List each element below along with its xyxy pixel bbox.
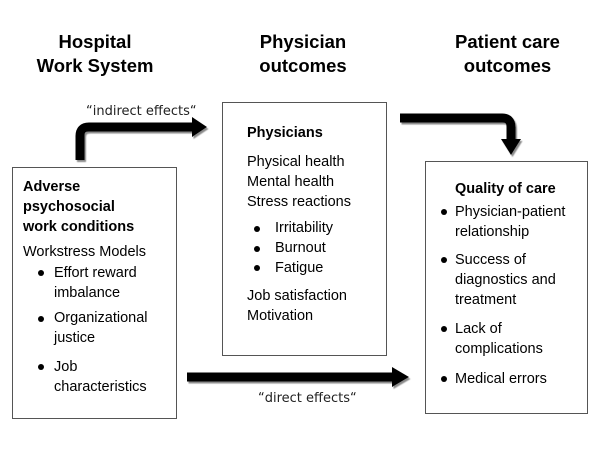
list-item-text: Irritability: [275, 220, 334, 236]
heading-line: work conditions: [23, 219, 135, 235]
list-item: Organizational justice: [38, 308, 176, 348]
indirect-effects-label: “indirect effects“: [86, 104, 197, 119]
outcome-line: Mental health: [247, 174, 335, 190]
list-item-line: imbalance: [54, 285, 121, 301]
physicians-box: Physicians Physical health Mental health…: [222, 102, 387, 356]
list-item: Burnout: [254, 238, 386, 258]
workstress-models-label: Workstress Models: [23, 244, 147, 260]
physician-patient-arrow-head: [501, 139, 521, 155]
stress-reactions-list: Irritability Burnout Fatigue: [254, 218, 386, 278]
physician-to-patient-arrow: [400, 113, 521, 155]
list-item: Effort reward imbalance: [38, 263, 176, 303]
bullet-icon: [441, 326, 447, 332]
bullet-icon: [254, 265, 260, 271]
list-item-line: Physician-patient: [455, 204, 566, 220]
list-item: Medical errors: [441, 369, 587, 389]
bullet-icon: [38, 364, 44, 370]
outcome-line: Job satisfaction: [247, 288, 347, 304]
physician-outcomes-lines-after: Job satisfaction Motivation: [247, 286, 386, 326]
list-item-line: characteristics: [54, 379, 147, 395]
quality-of-care-box: Quality of care Physician-patient relati…: [425, 161, 588, 414]
column-title-patient-care-outcomes: Patient care outcomes: [430, 30, 585, 78]
list-item: Job characteristics: [38, 357, 176, 397]
outcome-line: Stress reactions: [247, 194, 351, 210]
bullet-icon: [441, 376, 447, 382]
list-item-line: diagnostics and: [455, 272, 556, 288]
list-item-line: justice: [54, 330, 96, 346]
quality-of-care-heading: Quality of care: [455, 181, 556, 197]
heading-line: Adverse: [23, 179, 81, 195]
bullet-icon: [254, 246, 260, 252]
list-item-text: Burnout: [275, 240, 326, 256]
column-title-line: outcomes: [259, 55, 347, 76]
column-title-line: outcomes: [463, 55, 552, 76]
column-title-line: Patient care: [455, 31, 560, 52]
workstress-models-list: Effort reward imbalance Organizational j…: [38, 263, 176, 397]
outcome-line: Motivation: [247, 308, 314, 324]
work-conditions-box: Adverse psychosocial work conditions Wor…: [12, 167, 177, 419]
column-title-line: Hospital: [58, 31, 132, 52]
physician-outcomes-lines: Physical health Mental health Stress rea…: [247, 152, 386, 212]
physicians-heading: Physicians: [247, 125, 323, 141]
direct-effects-arrow: [187, 367, 409, 387]
bullet-icon: [441, 257, 447, 263]
bullet-icon: [441, 209, 447, 215]
work-conditions-heading: Adverse psychosocial work conditions: [23, 177, 176, 237]
list-item: Success of diagnostics and treatment: [441, 250, 587, 310]
list-item-line: Medical errors: [455, 371, 547, 387]
list-item-line: Job: [54, 359, 78, 375]
outcome-line: Physical health: [247, 154, 345, 170]
column-title-line: Work System: [36, 55, 154, 76]
list-item-line: Success of: [455, 252, 526, 268]
list-item-text: Fatigue: [275, 260, 324, 276]
direct-arrow-head: [392, 367, 409, 387]
list-item: Irritability: [254, 218, 386, 238]
quality-of-care-list: Physician-patient relationship Success o…: [441, 202, 587, 389]
physician-patient-arrow-shaft: [400, 113, 516, 140]
list-item-line: Effort reward: [54, 265, 137, 281]
column-title-physician-outcomes: Physician outcomes: [228, 30, 378, 78]
list-item-line: complications: [455, 341, 543, 357]
list-item-line: relationship: [455, 224, 530, 240]
list-item: Fatigue: [254, 258, 386, 278]
list-item: Physician-patient relationship: [441, 202, 587, 242]
bullet-icon: [38, 270, 44, 276]
column-title-line: Physician: [259, 31, 347, 52]
bullet-icon: [38, 316, 44, 322]
list-item-line: Organizational: [54, 310, 148, 326]
list-item-line: Lack of: [455, 321, 502, 337]
column-title-hospital-work-system: Hospital Work System: [20, 30, 170, 78]
list-item: Lack of complications: [441, 319, 587, 359]
indirect-arrow-shaft: [75, 122, 193, 160]
indirect-effects-arrow: [75, 117, 207, 160]
direct-effects-label: “direct effects“: [258, 391, 357, 406]
bullet-icon: [254, 226, 260, 232]
heading-line: psychosocial: [23, 199, 115, 215]
indirect-arrow-head: [192, 117, 207, 137]
list-item-line: treatment: [455, 292, 517, 308]
